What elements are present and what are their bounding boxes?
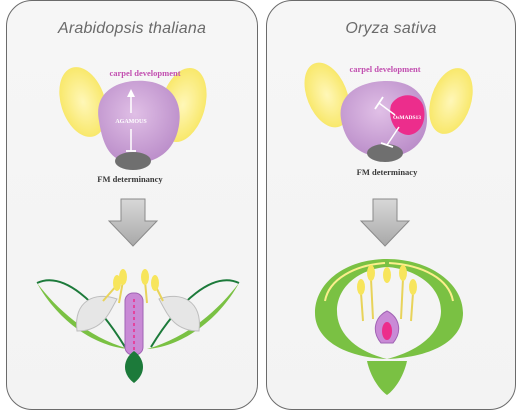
right-fm-label: FM determinacy xyxy=(357,167,418,177)
panel-title-oryza: Oryza sativa xyxy=(345,20,437,37)
left-fm-label: FM determinancy xyxy=(97,174,163,184)
left-carpel-blob xyxy=(98,80,180,163)
panel-title-arabidopsis: Arabidopsis thaliana xyxy=(57,20,207,37)
right-petal-left xyxy=(304,62,350,128)
left-meristem xyxy=(115,152,151,170)
oryza-flower xyxy=(315,259,463,395)
left-carpel-label: carpel development xyxy=(109,68,180,78)
arabidopsis-diagram: carpel development AGAMOUS FM determinan… xyxy=(36,67,240,383)
right-petal-right xyxy=(429,68,473,134)
right-meristem xyxy=(367,144,403,162)
arabidopsis-panel: Arabidopsis thaliana c xyxy=(6,0,258,410)
right-gene-label: OsMADS13 xyxy=(393,115,421,121)
right-carpel-label: carpel development xyxy=(349,64,420,74)
right-down-arrow xyxy=(359,198,411,247)
arabidopsis-flower xyxy=(36,269,240,383)
right-inhibit-bar-bottom xyxy=(380,142,394,148)
left-petal-left xyxy=(59,67,107,137)
oryza-diagram: carpel development OsMADS13 FM determina… xyxy=(304,62,473,395)
right-gene-blob xyxy=(390,95,425,135)
left-promote-arrow xyxy=(127,89,135,97)
left-gene-label: AGAMOUS xyxy=(115,119,147,125)
right-inhibit-bar-top xyxy=(374,96,384,110)
oryza-panel: Oryza sativa carpel development OsMADS xyxy=(266,0,516,410)
left-down-arrow xyxy=(107,198,159,247)
